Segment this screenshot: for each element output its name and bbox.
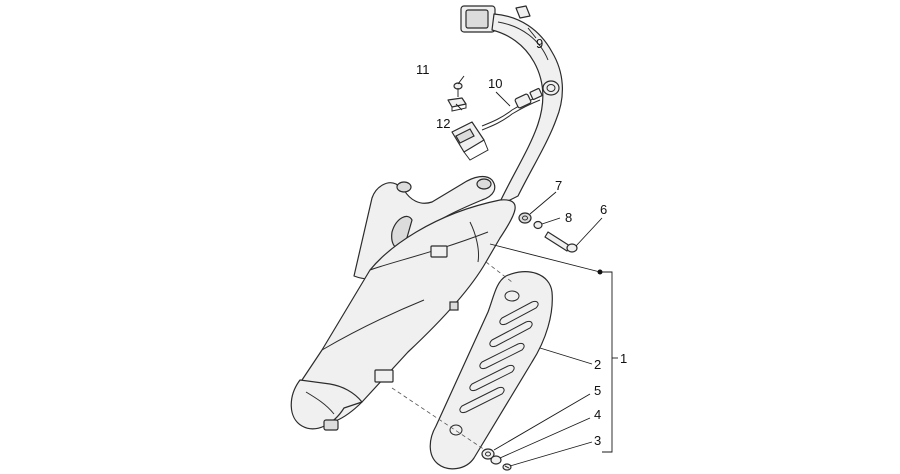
exhaust-pipe-icon bbox=[460, 5, 563, 207]
screw-icon bbox=[502, 463, 512, 471]
callout-6: 6 bbox=[600, 202, 607, 217]
callout-9: 9 bbox=[536, 36, 543, 51]
alignment-line bbox=[391, 387, 489, 453]
spacer-icon bbox=[533, 220, 543, 230]
callouts: 9 11 10 12 7 8 6 2 1 5 4 3 bbox=[416, 36, 627, 448]
leader-lines bbox=[455, 27, 618, 467]
nut-icon bbox=[490, 455, 502, 465]
callout-12: 12 bbox=[436, 116, 450, 131]
washer-icon bbox=[518, 212, 532, 224]
lambda-sensor-icon bbox=[451, 87, 543, 161]
callout-5: 5 bbox=[594, 383, 601, 398]
callout-3: 3 bbox=[594, 433, 601, 448]
heat-shield-icon bbox=[429, 271, 553, 470]
callout-4: 4 bbox=[594, 407, 601, 422]
bolt-icon bbox=[453, 82, 463, 97]
bracket-dot bbox=[597, 269, 603, 275]
callout-11: 11 bbox=[416, 62, 430, 77]
callout-1: 1 bbox=[620, 351, 627, 366]
clip-icon bbox=[447, 97, 467, 112]
alignment-line bbox=[485, 261, 513, 283]
callout-8: 8 bbox=[565, 210, 572, 225]
muffler-icon bbox=[290, 175, 516, 431]
washer-icon bbox=[481, 448, 495, 460]
bolt-icon bbox=[544, 231, 578, 253]
callout-2: 2 bbox=[594, 357, 601, 372]
callout-7: 7 bbox=[555, 178, 562, 193]
callout-10: 10 bbox=[488, 76, 502, 91]
